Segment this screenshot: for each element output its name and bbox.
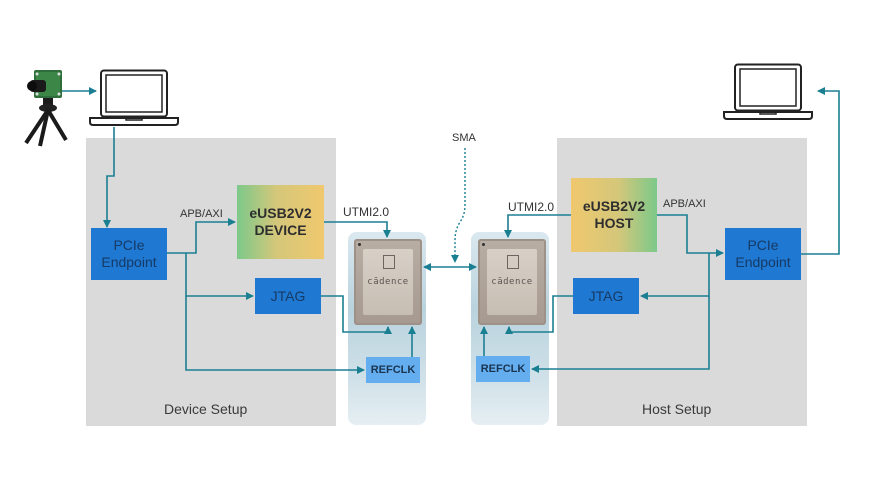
host-refclk-label: REFCLK (480, 363, 526, 375)
laptop-to-device-pcie-wire (103, 127, 115, 228)
device-apb-axi-wire (167, 218, 236, 254)
device-ip-line2: DEVICE (254, 222, 307, 238)
device-pcie-to-jtag-wire (185, 253, 254, 300)
host-chip-brand: cādence (491, 277, 533, 287)
sma-dotted-wire (451, 148, 466, 263)
chip-pin1-marker (358, 243, 361, 246)
cadence-logo-icon (383, 255, 395, 269)
host-ip-line2: HOST (594, 215, 634, 231)
host-pcie-endpoint: PCIe Endpoint (725, 228, 801, 280)
host-jtag-to-chip-wire (505, 295, 573, 334)
host-ip-line1: eUSB2V2 (582, 198, 646, 214)
eusb2v2-device-ip: eUSB2V2 DEVICE (237, 185, 324, 259)
host-jtag-label: JTAG (588, 287, 624, 304)
device-pcie-line1: PCIe (113, 237, 145, 253)
host-jtag: JTAG (573, 278, 639, 314)
host-laptop-icon (722, 63, 814, 121)
device-jtag-label: JTAG (270, 287, 306, 304)
device-pcie-line2: Endpoint (101, 254, 157, 270)
device-setup-label: Device Setup (164, 401, 248, 417)
device-jtag: JTAG (255, 278, 321, 314)
host-fpga-chip: cādence (478, 239, 546, 325)
device-pcie-endpoint: PCIe Endpoint (91, 228, 167, 280)
device-pcie-to-refclk-wire (185, 296, 365, 374)
host-utmi-label: UTMI2.0 (508, 200, 555, 214)
device-ip-line1: eUSB2V2 (249, 205, 312, 221)
host-pcie-to-jtag-wire (640, 253, 710, 300)
cadence-logo-icon (507, 255, 519, 269)
chip-pin1-marker (482, 243, 485, 246)
device-laptop-icon (88, 69, 180, 127)
host-pcie-to-refclk-wire (531, 296, 710, 373)
host-pcie-line1: PCIe (747, 237, 779, 253)
device-refclk: REFCLK (366, 357, 420, 383)
sma-label: SMA (452, 132, 476, 144)
host-refclk: REFCLK (476, 356, 530, 382)
host-apb-axi-label: APB/AXI (663, 198, 706, 210)
host-utmi-wire (504, 214, 571, 238)
camera-on-tripod-icon (20, 68, 70, 148)
host-pcie-to-laptop-wire (801, 87, 840, 255)
device-refclk-label: REFCLK (370, 364, 416, 376)
eusb2v2-host-ip: eUSB2V2 HOST (571, 178, 657, 252)
device-utmi-wire (324, 221, 391, 238)
host-pcie-line2: Endpoint (735, 254, 791, 270)
device-fpga-chip: cādence (354, 239, 422, 325)
device-apb-axi-label: APB/AXI (180, 208, 223, 220)
device-chip-brand: cādence (367, 277, 409, 287)
host-apb-axi-wire (657, 214, 724, 257)
host-setup-label: Host Setup (642, 401, 712, 417)
device-jtag-to-chip-wire (321, 295, 392, 334)
device-utmi-label: UTMI2.0 (343, 205, 390, 219)
